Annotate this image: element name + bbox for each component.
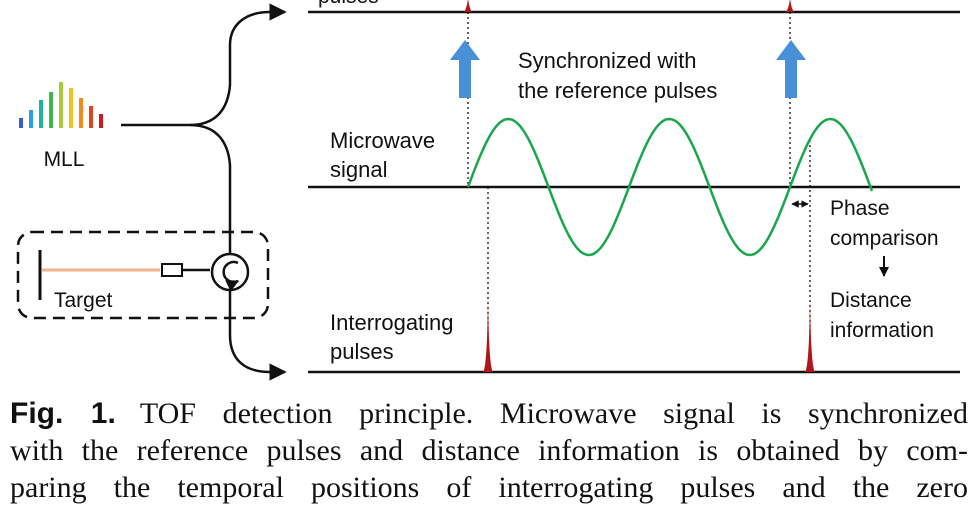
collimator-icon xyxy=(161,263,183,277)
mll-output-fiber xyxy=(121,3,287,127)
reference-pulses xyxy=(464,0,794,12)
mll-spectrum-bar xyxy=(19,118,23,128)
phase-label-line1: Phase xyxy=(830,197,890,220)
synchronized-label-line2: the reference pulses xyxy=(518,78,717,103)
circulator-icon xyxy=(210,252,250,292)
figure-caption: Fig. 1. TOF detection principle. Microwav… xyxy=(10,395,968,506)
mll-spectrum-bar xyxy=(99,114,103,128)
reference-pulse xyxy=(786,0,794,12)
mll-spectrum-bar xyxy=(79,98,83,128)
target-label: Target xyxy=(54,289,113,312)
caption-line-3: paring the temporal positions of interro… xyxy=(10,471,968,504)
mll-label: MLL xyxy=(44,148,85,171)
sync-arrow-icon-left xyxy=(450,40,480,98)
microwave-label-line1: Microwave xyxy=(330,128,435,153)
mll-spectrum-bar xyxy=(49,92,53,128)
circulator-arrow-icon xyxy=(222,260,240,292)
microwave-label-line2: signal xyxy=(330,157,387,182)
interrogating-pulse xyxy=(805,300,815,372)
interrogating-pulses xyxy=(483,300,815,372)
target-box xyxy=(16,230,270,320)
caption-text-1: TOF detection principle. Microwave signa… xyxy=(139,397,968,430)
mll-spectrum-bar xyxy=(69,88,73,128)
reference-pulse xyxy=(464,0,472,12)
distance-label-line1: Distance xyxy=(830,289,912,312)
mll-spectrum-bar xyxy=(89,106,93,128)
sync-dotted-lines xyxy=(467,12,811,372)
caption-line-2: with the reference pulses and distance i… xyxy=(10,434,968,467)
interrogating-pulse xyxy=(483,300,493,372)
interrogating-label-line1: Interrogating xyxy=(330,310,454,335)
mll-spectrum-bar xyxy=(29,110,33,128)
sync-arrow-icon-right xyxy=(776,40,806,98)
synchronized-label-line1: Synchronized with xyxy=(518,48,697,73)
microwave-sine-wave xyxy=(466,117,874,257)
phase-label-line2: comparison xyxy=(830,227,939,250)
figure-label: Fig. 1. xyxy=(10,397,116,430)
mll-spectrum-bar xyxy=(59,82,63,128)
caption-line-1: Fig. 1. TOF detection principle. Microwav… xyxy=(10,395,968,432)
reference-pulses-label: pulses xyxy=(318,0,379,8)
interrogating-label-line2: pulses xyxy=(330,339,394,364)
return-fiber xyxy=(228,290,287,381)
mll-spectrum-bar xyxy=(39,100,43,128)
distance-label-line2: information xyxy=(830,319,934,342)
mll-spectrum-icon xyxy=(19,82,103,128)
interrogation-fiber xyxy=(189,123,232,255)
fiber-paths xyxy=(121,3,287,381)
